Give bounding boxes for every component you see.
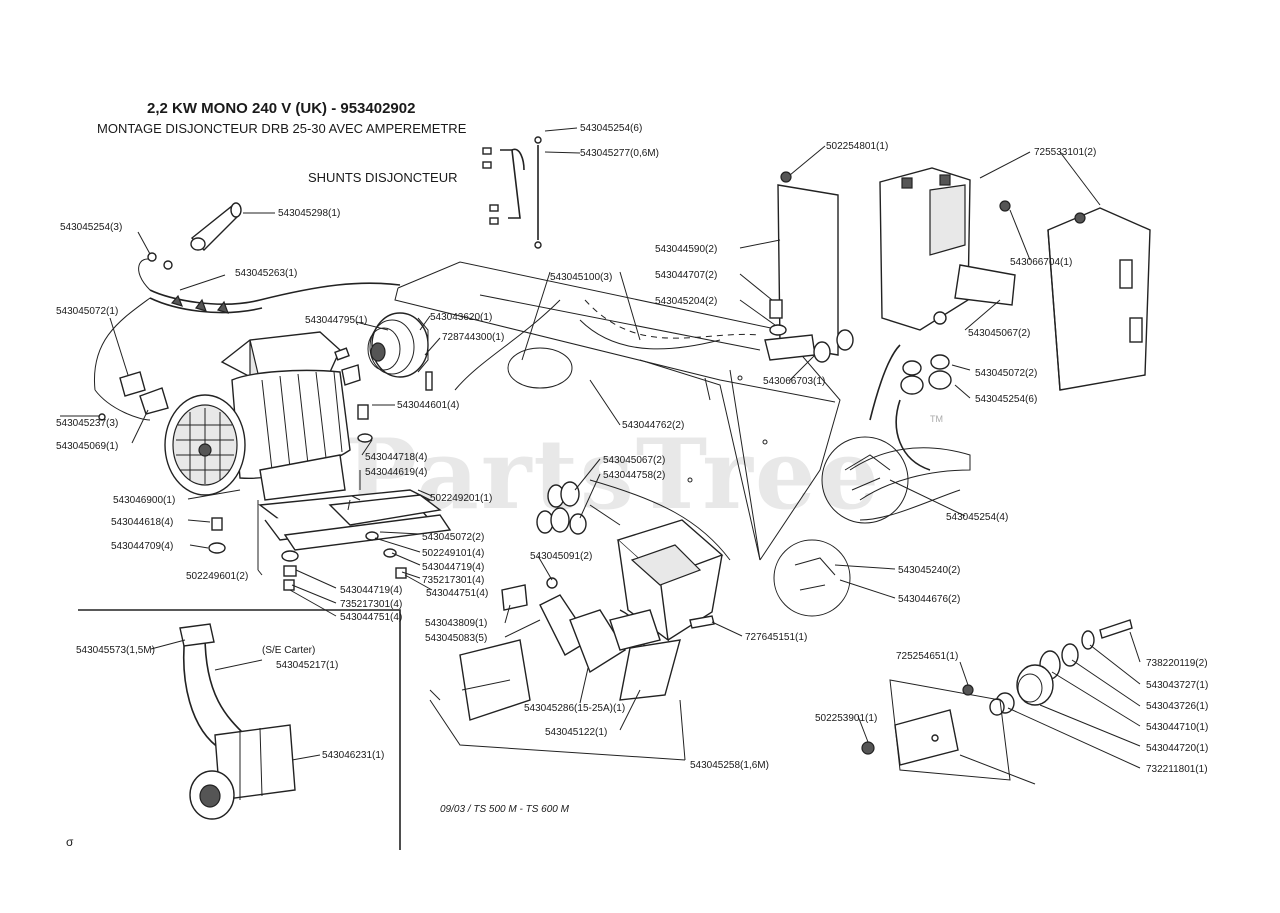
part-label: 738220119(2) [1146,658,1208,669]
part-label: 543045237(3) [56,418,118,429]
part-label: 543045100(3) [550,272,612,283]
part-label: 543044618(4) [111,517,173,528]
part-label: 543044719(4) [422,562,484,573]
part-label: 543044751(4) [340,612,402,623]
corner-mark: σ [66,835,74,849]
sleeve-drawing [190,202,242,251]
control-box-drawing [429,519,724,721]
page-subtitle: MONTAGE DISJONCTEUR DRB 25-30 AVEC AMPER… [97,121,467,136]
part-label: 502249101(4) [422,548,484,559]
part-label: 543046900(1) [113,495,175,506]
part-label: 543045204(2) [655,296,717,307]
part-label: 735217301(4) [422,575,484,586]
part-label: 543045067(2) [968,328,1030,339]
detail-circles-drawing [584,299,909,617]
part-label: 543045072(2) [975,368,1037,379]
part-label: 543044619(4) [365,467,427,478]
part-label: 543045254(6) [975,394,1037,405]
part-label: 735217301(4) [340,599,402,610]
part-label: 543044707(2) [655,270,717,281]
part-label: 543044710(1) [1146,722,1208,733]
pulley-assembly-drawing [861,619,1133,781]
part-label: 543044718(4) [365,452,427,463]
part-label: 543044758(2) [603,470,665,481]
part-label: 543044709(4) [111,541,173,552]
chassis-drawing [394,261,971,561]
part-label: 543046231(1) [322,750,384,761]
part-label: 543045067(2) [603,455,665,466]
cabinet-drawing [764,167,1151,471]
watermark: PartsTree [345,418,881,531]
part-label: 543043726(1) [1146,701,1208,712]
part-label: 543045069(1) [56,441,118,452]
part-label: 502249201(1) [430,493,492,504]
part-label: 502249601(2) [186,571,248,582]
part-label: 543043620(1) [430,312,492,323]
part-label: 543045254(3) [60,222,122,233]
part-label: (S/E Carter) [262,645,315,656]
part-label: 543045122(1) [545,727,607,738]
part-label: 543045258(1,6M) [690,760,769,771]
part-label: 502253901(1) [815,713,877,724]
part-label: 728744300(1) [442,332,504,343]
part-label: 543044751(4) [426,588,488,599]
footer-text: 09/03 / TS 500 M - TS 600 M [440,804,570,815]
part-label: 543045072(1) [56,306,118,317]
part-label: 543045573(1,5M) [76,645,155,656]
part-label: 543045277(0,6M) [580,148,659,159]
part-label: 543066703(1) [763,376,825,387]
motor-drawing [164,331,361,501]
page-title: 2,2 KW MONO 240 V (UK) - 953402902 [147,100,415,117]
part-label: 727645151(1) [745,632,807,643]
part-label: 543044719(4) [340,585,402,596]
part-label: 543043727(1) [1146,680,1208,691]
cable-drawing [93,252,401,421]
part-label: 543045217(1) [276,660,338,671]
part-label: 543045072(2) [422,532,484,543]
section-label: SHUNTS DISJONCTEUR [308,170,458,185]
watermark-tm: TM [930,414,943,424]
part-label: 543045083(5) [425,633,487,644]
part-label: 543045091(2) [530,551,592,562]
part-labels: 543045254(6) 543045277(0,6M) 543045298(1… [56,123,1208,775]
part-label: 732211801(1) [1146,764,1208,775]
part-label: 543045298(1) [278,208,340,219]
part-label: 543044590(2) [655,244,717,255]
part-label: 725254651(1) [896,651,958,662]
grommets-center-drawing [536,481,621,535]
part-label: 543044601(4) [397,400,459,411]
part-label: 543044762(2) [622,420,684,431]
inset-drawing [78,609,401,850]
part-label: 543045240(2) [898,565,960,576]
part-label: 543043809(1) [425,618,487,629]
part-label: 543045286(15-25A)(1) [524,703,625,714]
part-label: 543044676(2) [898,594,960,605]
part-label: 725533101(2) [1034,147,1096,158]
part-label: 543044720(1) [1146,743,1208,754]
part-label: 502254801(1) [826,141,888,152]
part-label: 543066704(1) [1010,257,1072,268]
leader-lines [60,127,1141,785]
part-label: 543045254(6) [580,123,642,134]
part-label: 543044795(1) [305,315,367,326]
part-label: 543045254(4) [946,512,1008,523]
part-label: 543045263(1) [235,268,297,279]
mounting-plates-drawing [208,404,452,591]
shunts-drawing [482,136,542,249]
